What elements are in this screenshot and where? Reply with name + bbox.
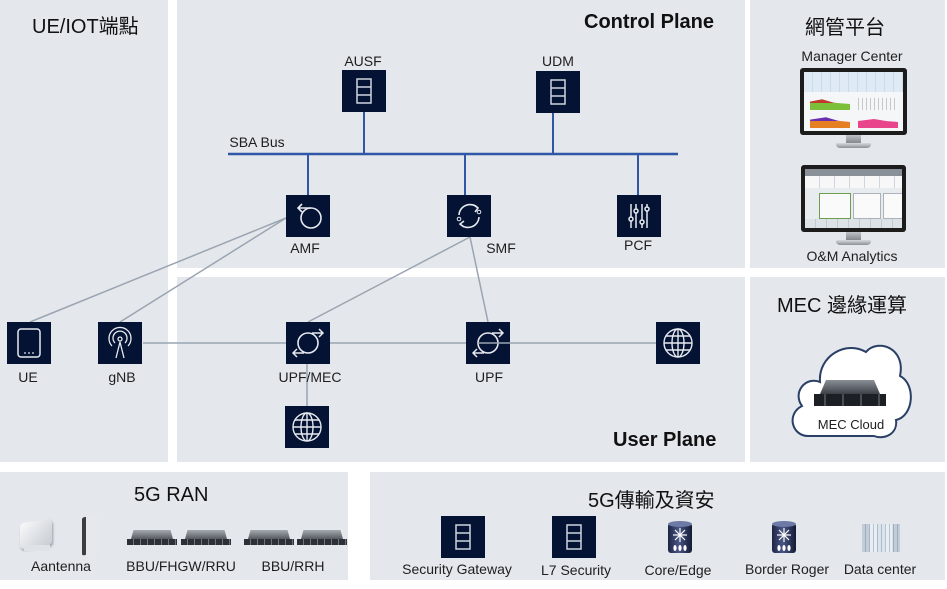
- ran-bbu-rrh-label: BBU/RRH: [261, 558, 325, 574]
- node-amf[interactable]: [286, 195, 330, 237]
- node-ue[interactable]: [7, 322, 51, 364]
- node-upf-mec[interactable]: [286, 322, 330, 364]
- node-label-ausf: AUSF: [344, 53, 382, 69]
- bbu-rack-icon: [127, 530, 177, 546]
- router-drum-icon[interactable]: [667, 520, 693, 556]
- mec-cloud-label: MEC Cloud: [817, 417, 885, 432]
- node-label-upf-mec: UPF/MEC: [278, 369, 342, 385]
- fhgw-rack-icon: [181, 530, 231, 546]
- node-label-udm: UDM: [542, 53, 574, 69]
- om-analytics-label: O&M Analytics: [806, 248, 898, 264]
- antenna-panel-icon: [20, 517, 56, 553]
- database-icon: [455, 524, 471, 550]
- node-internet-local[interactable]: [285, 406, 329, 448]
- security-gateway-label: Security Gateway: [402, 561, 512, 577]
- panel-ran: [0, 472, 348, 580]
- node-internet[interactable]: [656, 322, 700, 364]
- ran-bbu-fhgw-rru-label: BBU/FHGW/RRU: [126, 558, 236, 574]
- globe-icon: [292, 412, 322, 442]
- data-center-label: Data center: [843, 561, 917, 577]
- node-label-ue: UE: [18, 369, 38, 385]
- mec-server-icon: [814, 380, 886, 408]
- nms-title: 網管平台: [805, 17, 885, 39]
- rrh-rack-icon: [297, 530, 347, 546]
- l7-security-node[interactable]: [552, 516, 596, 558]
- node-smf[interactable]: [447, 195, 491, 237]
- panel-ue-iot: [0, 0, 168, 462]
- manager-center-label: Manager Center: [801, 48, 903, 64]
- antenna-tower-icon: [108, 326, 132, 359]
- bbu-rack-icon-2: [244, 530, 294, 546]
- return-loop-icon: [296, 203, 322, 229]
- transport-title: 5G傳輸及資安: [588, 490, 715, 512]
- node-label-gnb: gNB: [108, 369, 136, 385]
- node-pcf[interactable]: [617, 195, 661, 237]
- user-plane-title: User Plane: [613, 429, 717, 451]
- security-gateway-node[interactable]: [441, 516, 485, 558]
- border-router-label: Border Roger: [744, 561, 830, 577]
- antenna-unit-icon: [80, 514, 102, 556]
- exchange-loop-icon: [471, 328, 510, 358]
- database-icon: [550, 79, 566, 105]
- node-label-amf: AMF: [290, 240, 320, 256]
- tablet-icon: [17, 328, 41, 358]
- core-edge-label: Core/Edge: [644, 562, 712, 578]
- sliders-icon: [628, 204, 650, 228]
- l7-security-label: L7 Security: [540, 562, 612, 578]
- mec-title: MEC 邊緣運算: [777, 295, 907, 317]
- node-upf[interactable]: [466, 322, 510, 364]
- cycle-arrows-icon: [456, 203, 482, 229]
- node-udm[interactable]: [536, 71, 580, 113]
- monitor-analytics-icon[interactable]: [801, 165, 906, 247]
- node-label-pcf: PCF: [624, 237, 652, 253]
- node-ausf[interactable]: [342, 70, 386, 112]
- ue-iot-title: UE/IOT端點: [32, 16, 139, 38]
- node-label-smf: SMF: [486, 240, 516, 256]
- database-icon: [356, 78, 372, 104]
- router-drum-icon[interactable]: [771, 520, 797, 556]
- datacenter-icon[interactable]: [862, 524, 900, 552]
- control-plane-title: Control Plane: [584, 11, 715, 33]
- exchange-loop-icon: [291, 328, 325, 358]
- node-gnb[interactable]: [98, 322, 142, 364]
- monitor-dashboard-icon[interactable]: [800, 68, 907, 150]
- database-icon: [566, 524, 582, 550]
- globe-icon: [663, 328, 693, 358]
- ran-title: 5G RAN: [134, 484, 209, 506]
- ran-antenna-label: Aantenna: [31, 558, 91, 574]
- bus-label: SBA Bus: [229, 134, 285, 150]
- node-label-upf: UPF: [475, 369, 503, 385]
